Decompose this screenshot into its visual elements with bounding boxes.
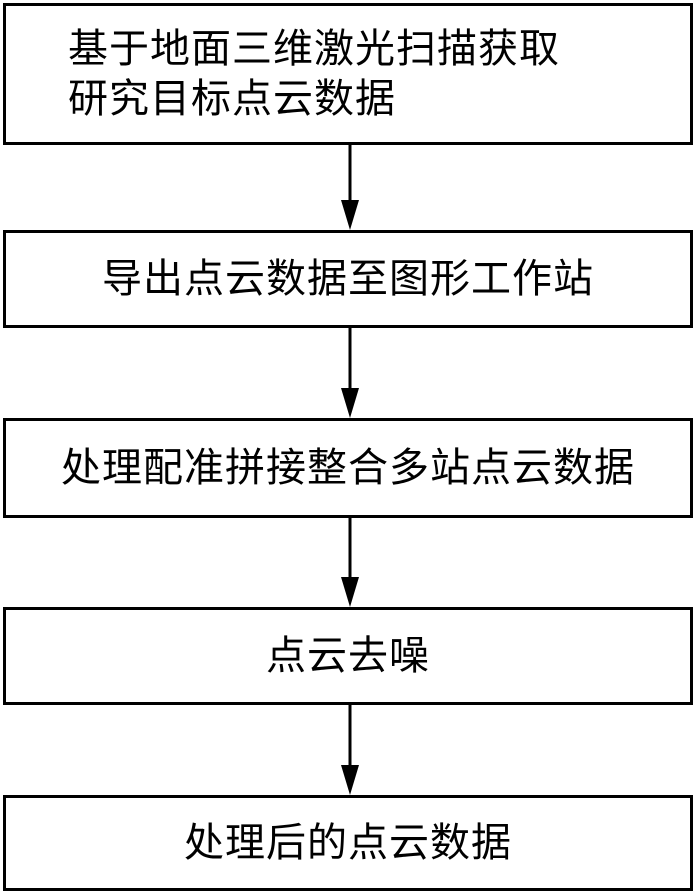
flow-step-label: 点云去噪 (266, 633, 430, 679)
flow-step-acquire-point-cloud: 基于地面三维激光扫描获取 研究目标点云数据 (3, 3, 693, 145)
flow-step-label: 处理后的点云数据 (184, 820, 512, 866)
flow-arrow-down-icon (336, 328, 364, 418)
flow-step-label: 处理配准拼接整合多站点云数据 (61, 445, 635, 491)
flow-step-label-line-1: 基于地面三维激光扫描获取 (68, 26, 560, 72)
flow-step-processed-point-cloud: 处理后的点云数据 (3, 795, 693, 891)
flow-step-denoise: 点云去噪 (3, 607, 693, 705)
flow-arrow-down-icon (336, 145, 364, 230)
flow-step-export-point-cloud: 导出点云数据至图形工作站 (3, 230, 693, 328)
flow-step-register-merge: 处理配准拼接整合多站点云数据 (3, 418, 693, 518)
flow-step-label: 导出点云数据至图形工作站 (102, 256, 594, 302)
flow-arrow-down-icon (336, 705, 364, 795)
flow-step-label: 基于地面三维激光扫描获取 研究目标点云数据 (68, 24, 560, 124)
flow-arrow-down-icon (336, 518, 364, 607)
flow-step-label-line-2: 研究目标点云数据 (68, 76, 396, 122)
